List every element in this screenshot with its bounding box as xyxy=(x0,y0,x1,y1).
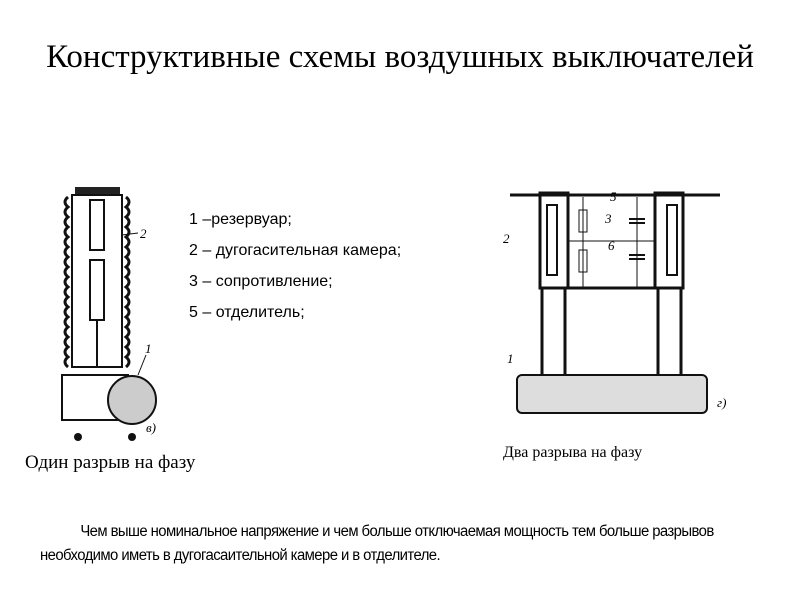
label-1: 1 xyxy=(507,351,514,366)
label-2: 2 xyxy=(503,231,510,246)
caption-two-breaks: Два разрыва на фазу xyxy=(503,444,643,461)
note-paragraph: Чем выше номинальное напряжение и чем бо… xyxy=(40,520,741,568)
diagram-one-break: 2 1 в) xyxy=(61,187,157,441)
label-3: 3 xyxy=(604,211,612,226)
label-6: 6 xyxy=(608,238,615,253)
caption-one-break: Один разрыв на фазу xyxy=(25,452,196,473)
legend-item: 1 –резервуар; xyxy=(189,211,292,228)
label-5: 5 xyxy=(610,189,617,204)
label-v: в) xyxy=(146,420,156,435)
label-g: г) xyxy=(717,395,726,410)
legend-item: 2 – дугогасительная камера; xyxy=(189,242,402,259)
note-text: Чем выше номинальное напряжение и чем бо… xyxy=(40,523,714,564)
diagram-two-breaks: 5 3 6 2 1 г) xyxy=(503,189,726,414)
slide-title: Конструктивные схемы воздушных выключате… xyxy=(46,39,754,75)
label-1: 1 xyxy=(145,341,152,356)
label-2: 2 xyxy=(140,226,147,241)
legend-list: 1 –резервуар; 2 – дугогасительная камера… xyxy=(189,208,401,332)
legend-item: 3 – сопротивление; xyxy=(189,273,333,290)
legend-item: 5 – отделитель; xyxy=(189,304,305,321)
